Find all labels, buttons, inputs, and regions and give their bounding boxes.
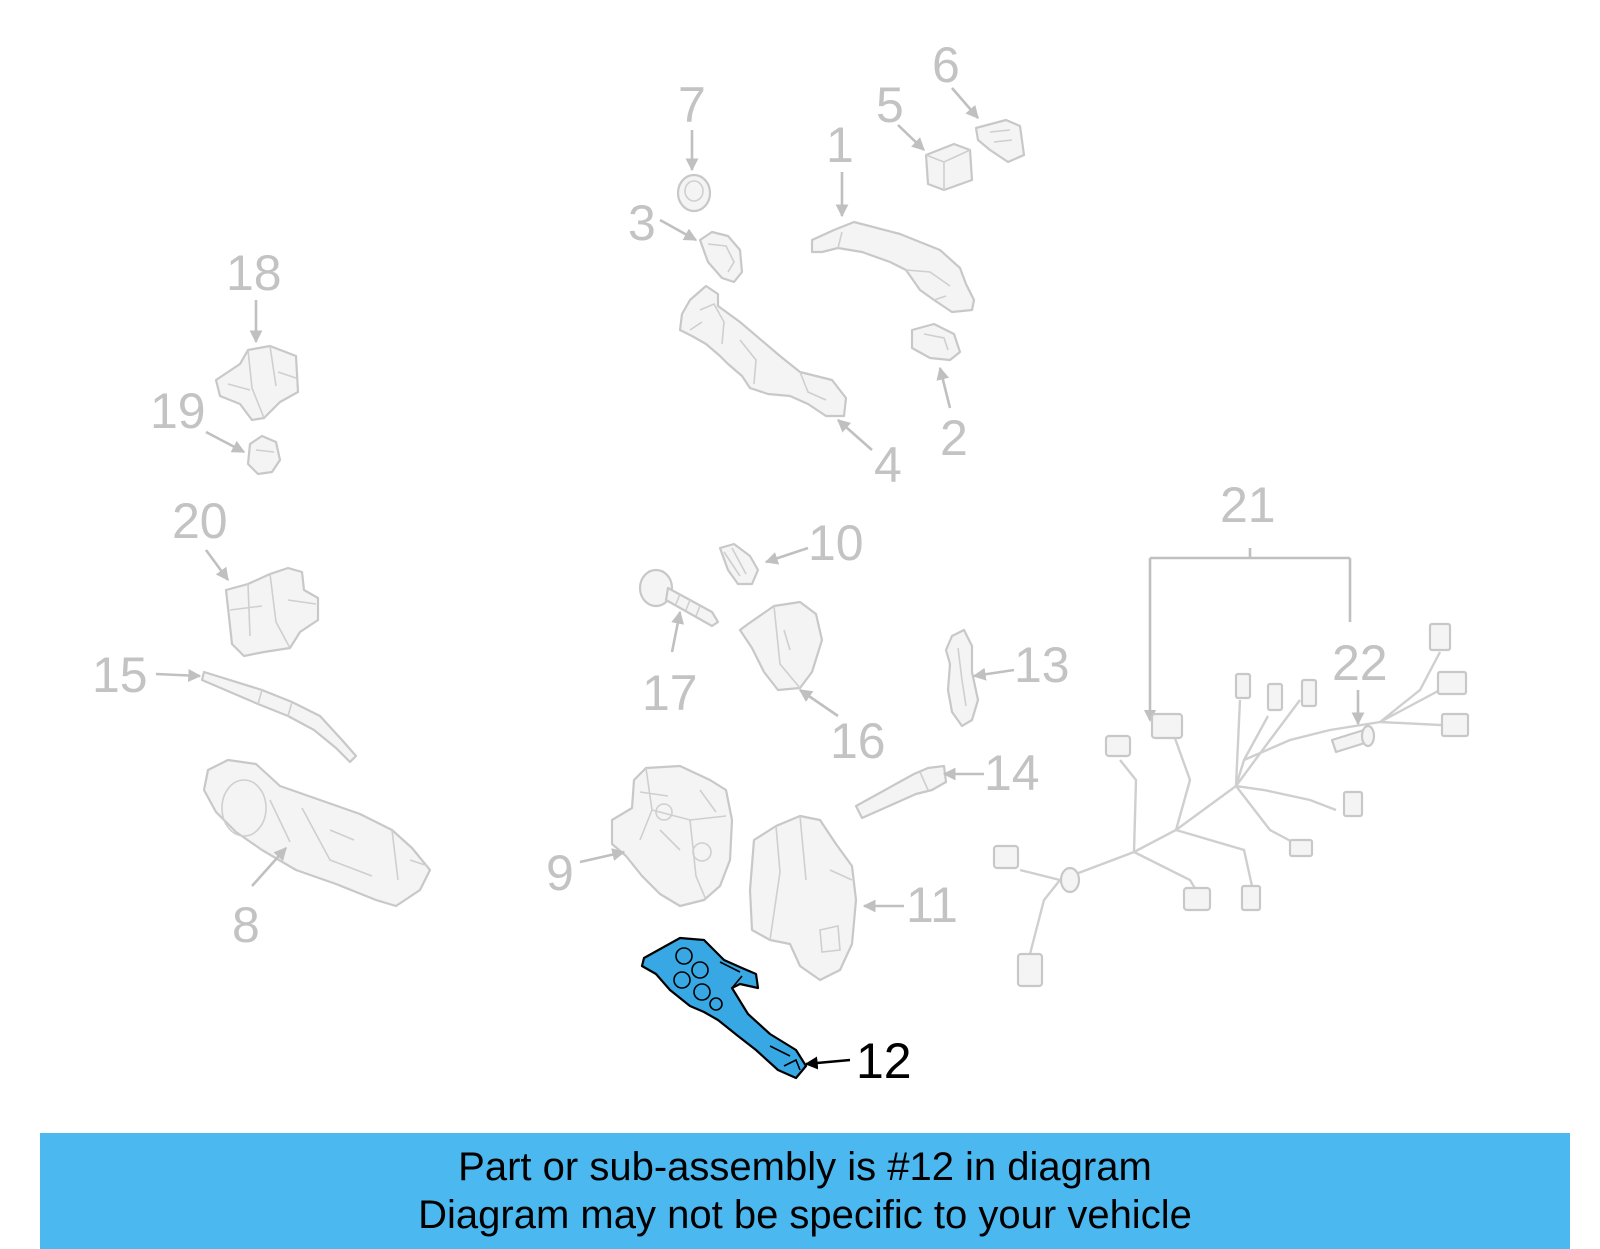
part-18: 18 — [214, 245, 300, 422]
part-14: 14 — [854, 745, 1040, 820]
parts-diagram: 7 5 6 1 3 2 4 — [92, 37, 1470, 1089]
callout-10: 10 — [808, 515, 864, 571]
part-5: 5 — [876, 77, 974, 192]
callout-7: 7 — [678, 77, 706, 133]
callout-20: 20 — [172, 493, 228, 549]
part-21: 21 — [992, 477, 1470, 988]
part-20: 20 — [172, 493, 320, 658]
part-15: 15 — [92, 647, 358, 764]
part-16: 16 — [738, 600, 886, 769]
part-3: 3 — [628, 195, 744, 284]
callout-13: 13 — [1014, 637, 1070, 693]
part-9: 9 — [546, 764, 734, 908]
callout-1: 1 — [826, 117, 854, 173]
callout-3: 3 — [628, 195, 656, 251]
part-12: 12 — [640, 936, 912, 1089]
callout-16: 16 — [830, 713, 886, 769]
part-13: 13 — [944, 628, 1070, 728]
part-8: 8 — [202, 758, 432, 953]
callout-19: 19 — [150, 383, 206, 439]
part-7: 7 — [676, 77, 712, 213]
callout-17: 17 — [642, 665, 698, 721]
part-1: 1 — [810, 117, 976, 314]
callout-9: 9 — [546, 845, 574, 901]
callout-15: 15 — [92, 647, 148, 703]
part-22: 22 — [1330, 635, 1388, 754]
callout-6: 6 — [932, 37, 960, 93]
callout-5: 5 — [876, 77, 904, 133]
callout-22: 22 — [1332, 635, 1388, 691]
info-banner: Part or sub-assembly is #12 in diagram D… — [40, 1133, 1570, 1249]
part-10: 10 — [718, 515, 864, 586]
callout-4: 4 — [874, 437, 902, 493]
part-2: 2 — [910, 322, 968, 466]
callout-2: 2 — [940, 410, 968, 466]
part-17: 17 — [638, 568, 720, 721]
callout-12: 12 — [856, 1033, 912, 1089]
banner-line-2: Diagram may not be specific to your vehi… — [418, 1193, 1192, 1237]
part-4: 4 — [678, 284, 902, 493]
callout-11: 11 — [906, 877, 958, 933]
callout-8: 8 — [232, 897, 260, 953]
callout-21: 21 — [1220, 477, 1276, 533]
callout-14: 14 — [984, 745, 1040, 801]
part-6: 6 — [932, 37, 1026, 164]
part-11: 11 — [748, 814, 958, 982]
part-19: 19 — [150, 383, 282, 476]
banner-line-1: Part or sub-assembly is #12 in diagram — [458, 1145, 1152, 1189]
callout-18: 18 — [226, 245, 282, 301]
